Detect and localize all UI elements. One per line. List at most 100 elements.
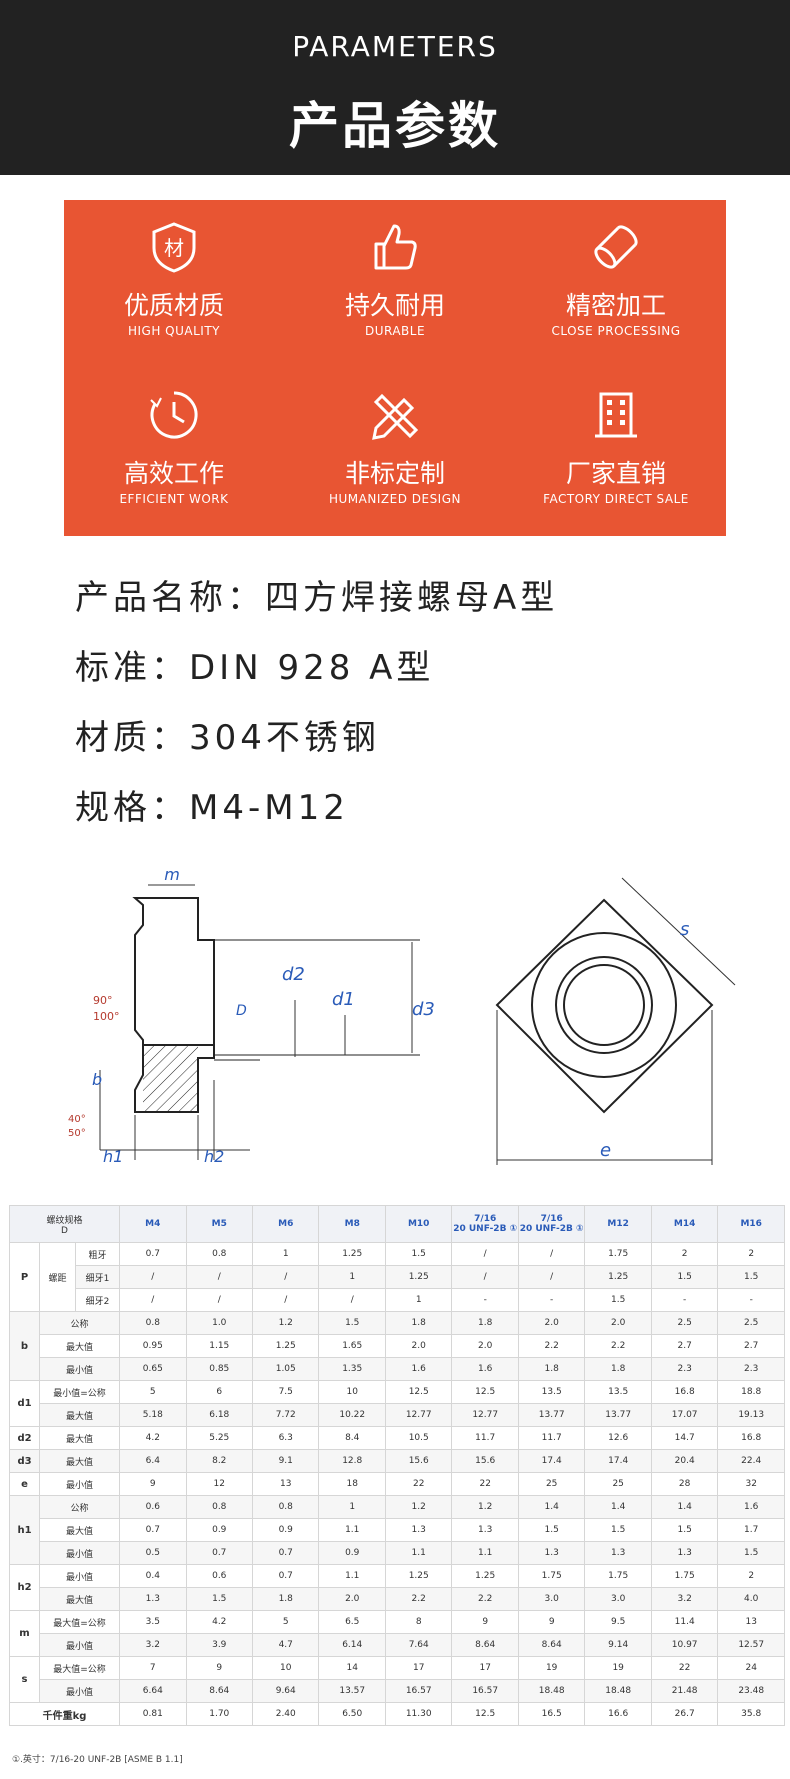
table-cell: 2.2 (517, 1334, 586, 1358)
table-cell: 9 (185, 1656, 254, 1680)
row-label: 最大值=公称 (38, 1610, 121, 1634)
table-cell: 1.8 (517, 1357, 586, 1381)
table-cell: 9.1 (251, 1449, 320, 1473)
table-cell: 12.8 (318, 1449, 386, 1473)
table-col-header: M4 (119, 1205, 187, 1243)
row-label: 公称 (38, 1311, 121, 1335)
row-group: d2 (9, 1426, 40, 1450)
table-cell: 12.5 (451, 1702, 519, 1726)
pencil-ruler-icon (372, 393, 419, 440)
table-col-header: M10 (384, 1205, 453, 1243)
table-cell: 1.3 (584, 1541, 652, 1565)
table-cell: 6 (185, 1380, 254, 1404)
table-cell: 20.4 (650, 1449, 719, 1473)
table-cell: 0.7 (119, 1242, 187, 1266)
table-cell: 19.13 (717, 1403, 785, 1427)
label-d3: d3 (412, 999, 435, 1020)
side-view-dimensions (99, 884, 413, 1160)
table-cell: 12.77 (451, 1403, 519, 1427)
table-cell: 19 (517, 1656, 586, 1680)
table-cell: 1.5 (717, 1541, 785, 1565)
product-spec: 规格：M4-M12 (75, 788, 349, 828)
table-cell: 12.6 (584, 1426, 652, 1450)
table-cell: 0.65 (119, 1357, 187, 1381)
table-col-header: M12 (584, 1205, 652, 1243)
row-label: 最小值 (38, 1564, 121, 1588)
row-group: s (9, 1656, 40, 1703)
table-cell: 1.75 (584, 1564, 652, 1588)
table-cell: 6.3 (251, 1426, 320, 1450)
table-cell: 2.40 (251, 1702, 320, 1726)
table-cell: 12.77 (384, 1403, 453, 1427)
table-cell: 13.57 (318, 1679, 386, 1703)
table-cell: 7 (119, 1656, 187, 1680)
top-view-dimensions (496, 877, 736, 1165)
table-cell: 1.5 (584, 1518, 652, 1542)
table-cell: 23.48 (717, 1679, 785, 1703)
table-cell: 1.3 (384, 1518, 453, 1542)
table-cell: 2.2 (384, 1587, 453, 1611)
table-cell: 1.4 (650, 1495, 719, 1519)
row-label: 最小值 (38, 1633, 121, 1657)
table-cell: 1.65 (318, 1334, 386, 1358)
table-cell: - (451, 1288, 519, 1312)
table-cell: 0.7 (185, 1541, 254, 1565)
table-cell: 11.7 (517, 1426, 586, 1450)
feature-humanized-design: 非标定制 HUMANIZED DESIGN (285, 368, 505, 536)
table-cell: 25 (517, 1472, 586, 1496)
table-cell: 6.64 (119, 1679, 187, 1703)
table-cell: 2 (717, 1242, 785, 1266)
table-cell: 1 (318, 1495, 386, 1519)
table-cell: 2.0 (318, 1587, 386, 1611)
table-cell: 1.5 (650, 1265, 719, 1289)
row-label: 最大值=公称 (38, 1656, 121, 1680)
table-cell: 13.77 (584, 1403, 652, 1427)
table-col-header: 7/16 20 UNF-2B ① (517, 1205, 586, 1243)
feature-title: 高效工作 (123, 459, 224, 488)
table-cell: 1.5 (384, 1242, 453, 1266)
product-material: 材质：304不锈钢 (75, 718, 380, 758)
table-cell: 1.4 (517, 1495, 586, 1519)
label-b: b (92, 1070, 102, 1089)
table-cell: 5 (119, 1380, 187, 1404)
label-h2: h2 (204, 1147, 224, 1166)
table-cell: 16.8 (650, 1380, 719, 1404)
table-cell: 1.75 (517, 1564, 586, 1588)
table-cell: 2.2 (451, 1587, 519, 1611)
row-label: 细牙1 (74, 1265, 121, 1289)
table-cell: 9 (119, 1472, 187, 1496)
table-cell: 1.5 (650, 1518, 719, 1542)
table-cell: 16.57 (451, 1679, 519, 1703)
table-cell: 13 (717, 1610, 785, 1634)
table-cell: 32 (717, 1472, 785, 1496)
feature-subtitle: CLOSE PROCESSING (551, 324, 681, 338)
table-cell: 22 (650, 1656, 719, 1680)
table-cell: 1.25 (451, 1564, 519, 1588)
table-cell: 8 (384, 1610, 453, 1634)
table-cell: 0.95 (119, 1334, 187, 1358)
table-cell: 1.1 (384, 1541, 453, 1565)
table-cell: 3.9 (185, 1633, 254, 1657)
angle-100: 100° (93, 1010, 120, 1023)
table-cell: 1.6 (451, 1357, 519, 1381)
feature-subtitle: HUMANIZED DESIGN (329, 492, 461, 506)
table-cell: 0.6 (185, 1564, 254, 1588)
label-s: s (680, 919, 689, 940)
table-cell: 12.57 (717, 1633, 785, 1657)
table-cell: 9.5 (584, 1610, 652, 1634)
table-cell: 0.8 (251, 1495, 320, 1519)
table-cell: 0.9 (185, 1518, 254, 1542)
table-cell: / (517, 1265, 586, 1289)
feature-durable: 持久耐用 DURABLE (285, 200, 505, 368)
table-cell: 13.77 (517, 1403, 586, 1427)
table-footnote: ①.英寸：7/16-20 UNF-2B [ASME B 1.1] (12, 1755, 183, 1765)
